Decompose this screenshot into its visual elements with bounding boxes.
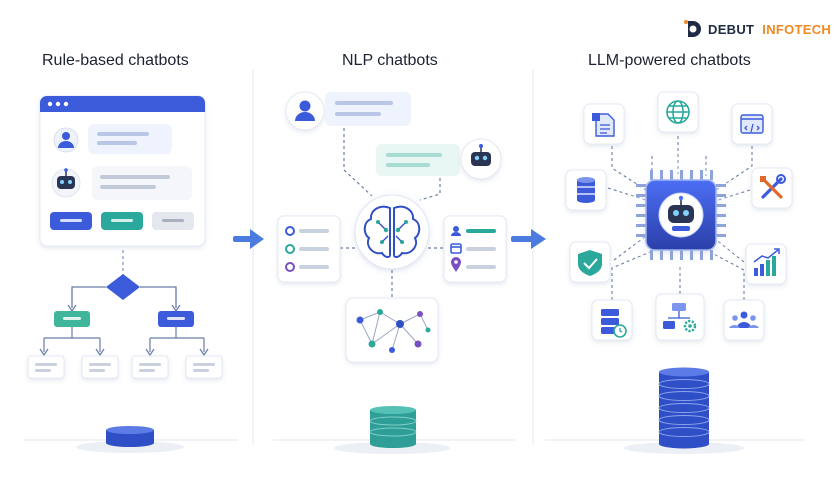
growth-chart-icon xyxy=(753,248,780,276)
user-icon xyxy=(53,127,79,153)
list-line xyxy=(299,247,329,251)
database-icon xyxy=(577,177,595,203)
message-line xyxy=(386,163,430,167)
workflow-gear-icon xyxy=(663,303,697,333)
list-line xyxy=(299,265,329,269)
message-line xyxy=(335,112,381,116)
radio-icon xyxy=(285,244,295,254)
column-title-rule-based: Rule-based chatbots xyxy=(42,52,189,69)
message-line xyxy=(97,141,137,145)
message-line xyxy=(335,101,393,105)
node-line xyxy=(63,317,81,320)
user-head xyxy=(299,100,311,112)
message-line xyxy=(100,185,156,189)
robot-eye xyxy=(474,155,480,161)
brand-logo: DEBUT INFOTECH xyxy=(682,18,831,40)
node-line xyxy=(167,317,185,320)
connector-line xyxy=(71,286,106,308)
stack-platform xyxy=(334,442,450,454)
connector-line xyxy=(43,327,101,352)
user-message-bubble xyxy=(88,124,172,154)
location-pin-icon xyxy=(451,257,461,272)
connector-line xyxy=(149,327,205,352)
list-line xyxy=(466,247,496,251)
chip-robot-eye xyxy=(673,210,679,216)
tools-icon xyxy=(760,174,786,199)
connector-line xyxy=(343,128,373,197)
chip-robot-head xyxy=(668,205,694,223)
brand-name-part2: INFOTECH xyxy=(762,21,832,37)
code-icon xyxy=(740,114,764,134)
brand-mark-icon xyxy=(684,20,701,37)
list-line xyxy=(466,229,496,233)
decision-diamond-icon xyxy=(106,274,140,300)
database-stack-medium xyxy=(369,406,417,448)
list-line xyxy=(466,265,496,269)
arrow-right-icon xyxy=(233,229,264,249)
radio-icon xyxy=(285,226,295,236)
database-stack-tall xyxy=(658,367,710,449)
person-icon xyxy=(451,226,461,236)
leaf-nodes xyxy=(27,355,223,379)
robot-antenna-tip xyxy=(479,144,483,148)
brain-icon xyxy=(354,194,430,270)
list-line xyxy=(299,229,329,233)
arrow-right-icon xyxy=(511,229,546,249)
server-clock-icon xyxy=(601,309,627,338)
team-icon xyxy=(729,311,759,328)
connector-line xyxy=(140,286,177,308)
radio-icon xyxy=(285,262,295,272)
column-title-llm: LLM-powered chatbots xyxy=(588,52,751,69)
bot-message-bubble xyxy=(92,166,192,200)
brain-nodes xyxy=(376,220,408,244)
shield-check-icon xyxy=(578,250,602,276)
network-graph-icon xyxy=(356,309,431,353)
message-line xyxy=(386,153,442,157)
user-query-bubble xyxy=(325,92,411,126)
chip-robot-antenna-tip xyxy=(678,195,684,201)
brain-drawing xyxy=(363,205,421,259)
robot-icon xyxy=(51,168,81,198)
message-line xyxy=(100,175,170,179)
calendar-icon xyxy=(450,243,462,254)
robot-eye xyxy=(482,155,488,161)
chip-robot-body xyxy=(672,226,690,231)
button-line xyxy=(162,219,184,222)
chip-robot-eye xyxy=(683,210,689,216)
button-line xyxy=(60,219,82,222)
bot-reply-bubble xyxy=(376,144,460,176)
button-line xyxy=(111,219,133,222)
column-title-nlp: NLP chatbots xyxy=(342,52,438,69)
database-stack-small xyxy=(106,426,154,447)
window-icon xyxy=(40,96,205,112)
arrowhead xyxy=(39,348,209,357)
robot-head xyxy=(471,152,491,166)
chip-pins xyxy=(636,170,726,260)
document-icon xyxy=(592,113,615,137)
leaf-node-lines xyxy=(35,363,215,372)
brand-name-part1: DEBUT xyxy=(708,21,755,37)
message-line xyxy=(97,132,149,136)
globe-icon xyxy=(666,100,690,124)
user-body xyxy=(295,112,315,121)
